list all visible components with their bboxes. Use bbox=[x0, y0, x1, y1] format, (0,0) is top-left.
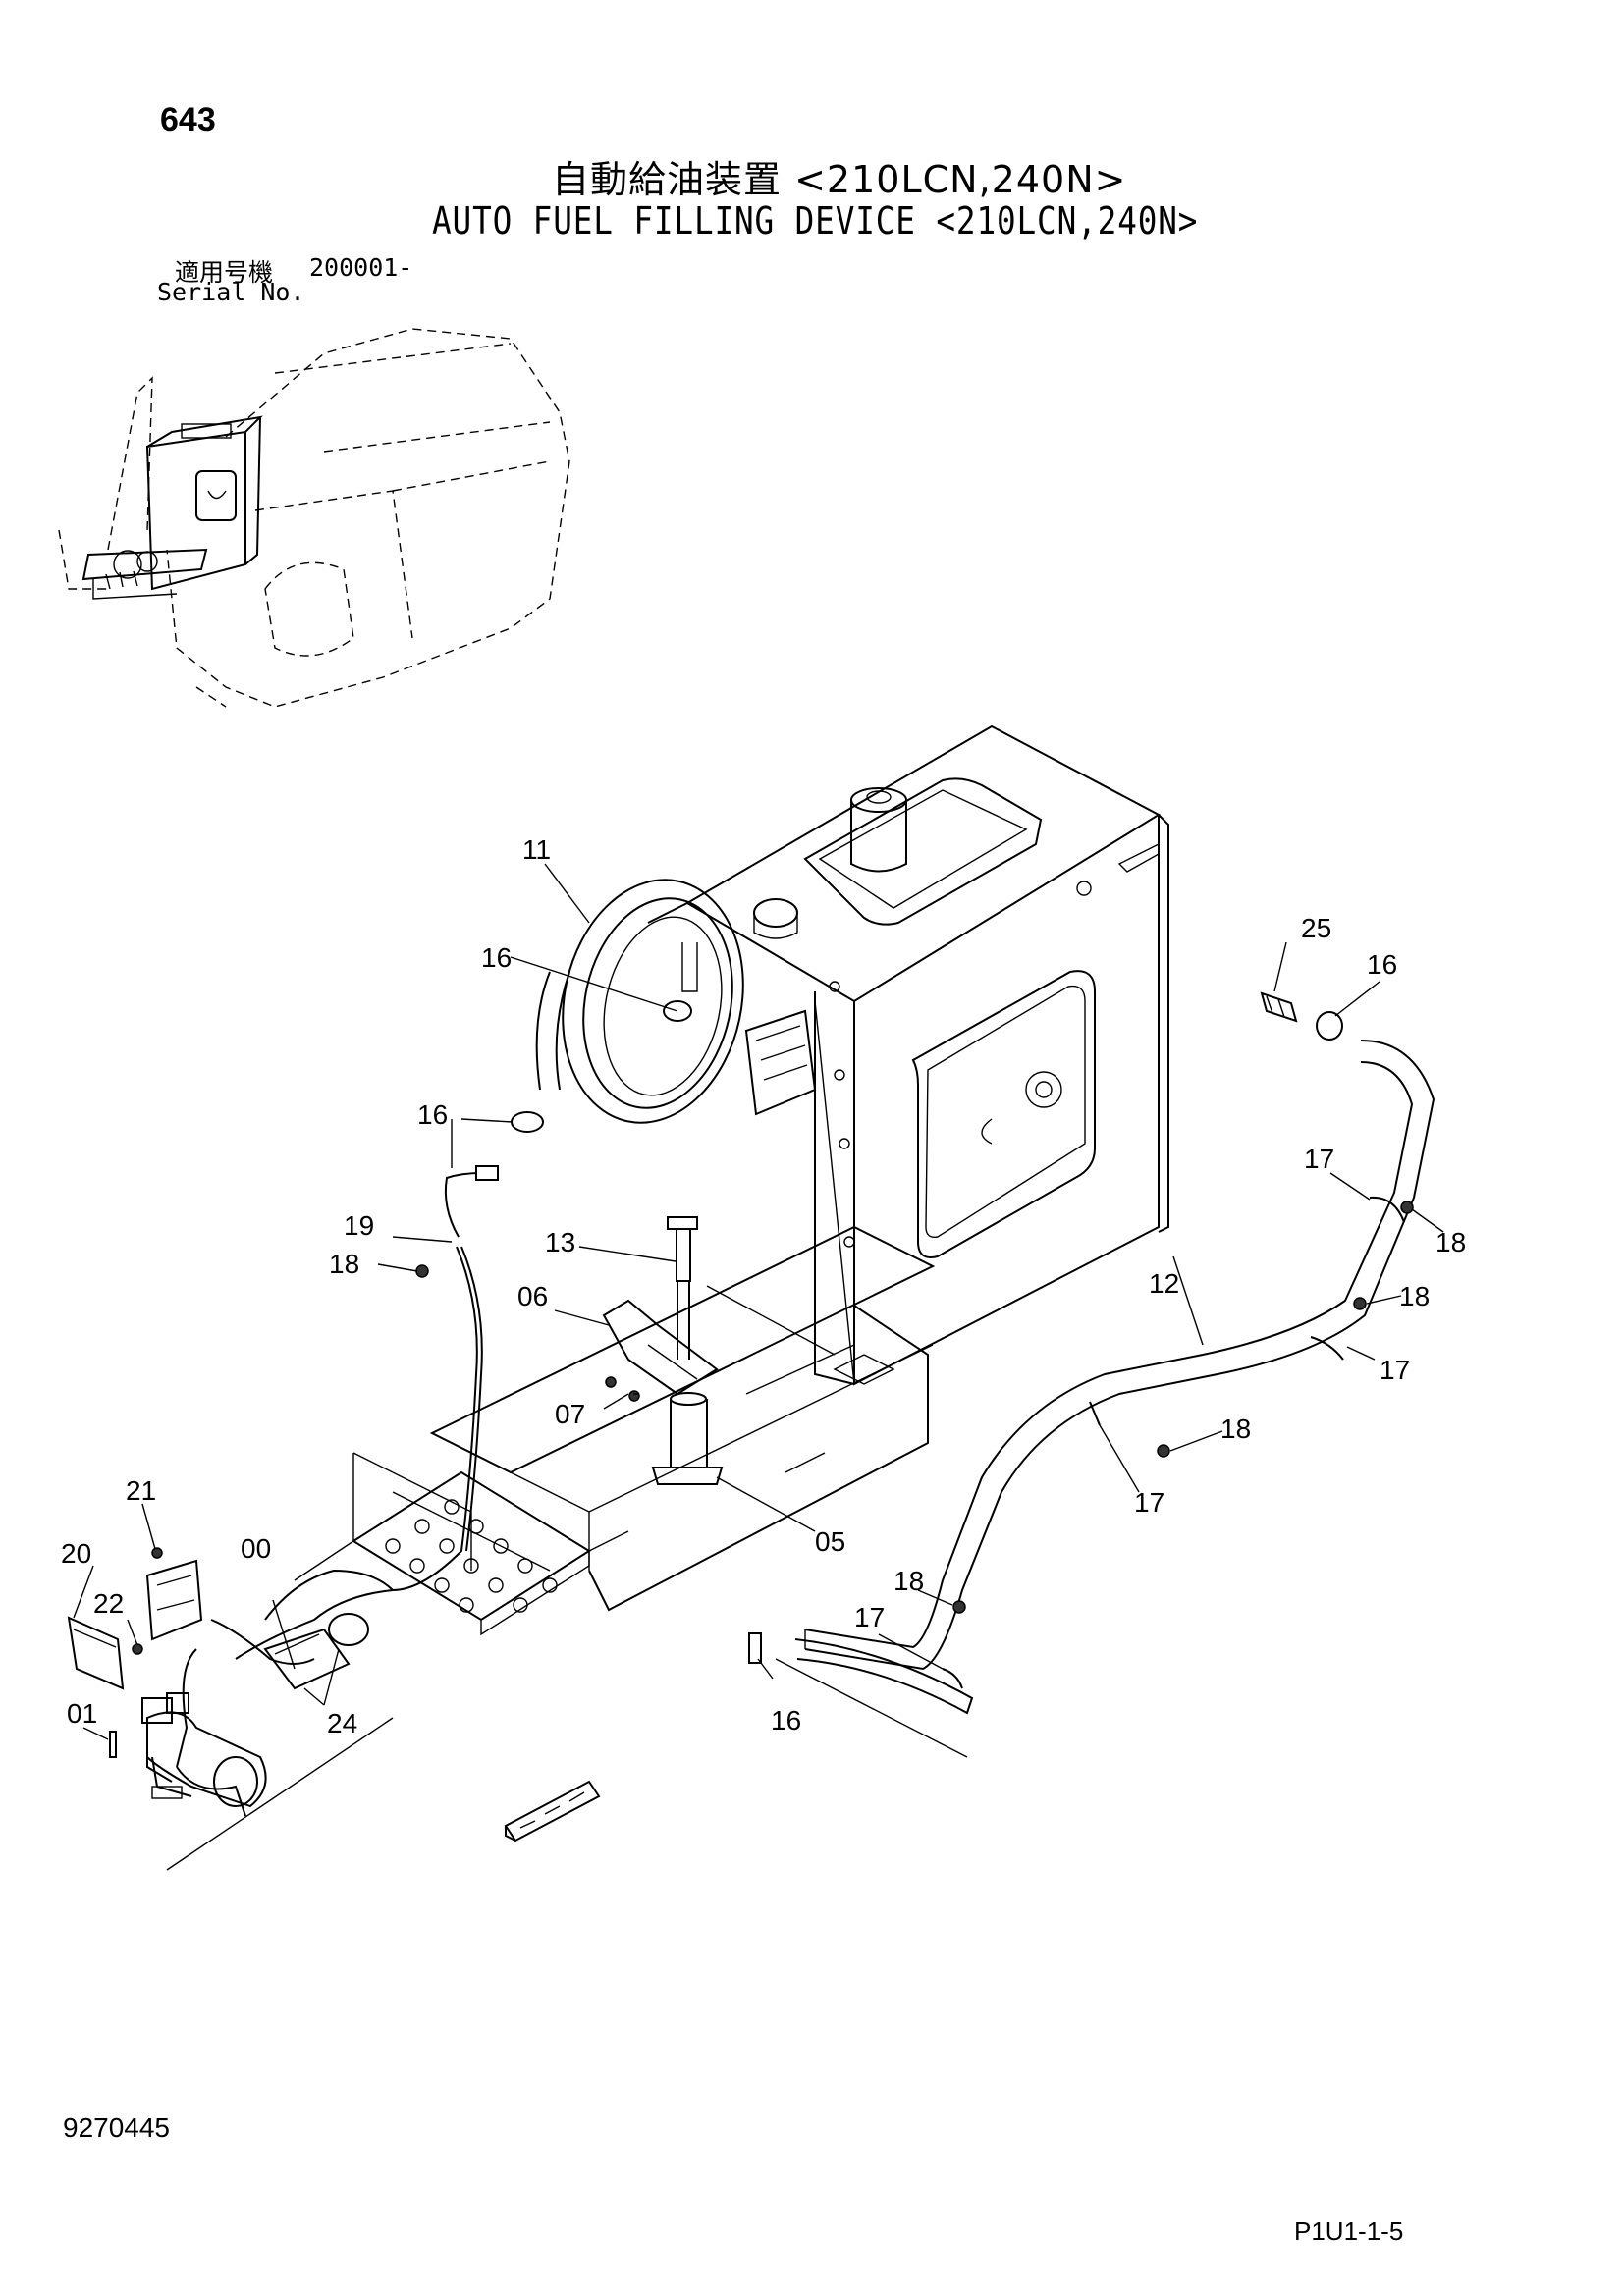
callout-labels: 11 16 16 19 18 13 06 07 05 25 16 17 18 1… bbox=[61, 834, 1466, 1738]
serial-label-japanese: 適用号機 bbox=[175, 258, 274, 287]
serial-number-value: 200001- bbox=[309, 253, 413, 282]
callout-16: 16 bbox=[417, 1099, 448, 1130]
callout-25: 25 bbox=[1301, 913, 1331, 943]
loose-hose-end bbox=[775, 1638, 974, 1758]
base-frame bbox=[166, 1119, 936, 1871]
fuel-tank bbox=[647, 724, 1169, 1386]
callout-13: 13 bbox=[545, 1227, 575, 1257]
cab-overview-inset bbox=[58, 328, 570, 708]
callout-18: 18 bbox=[1220, 1414, 1251, 1444]
callout-07: 07 bbox=[555, 1399, 585, 1429]
callout-17: 17 bbox=[1380, 1355, 1410, 1385]
callout-18: 18 bbox=[1435, 1227, 1466, 1257]
page-number: 643 bbox=[160, 101, 216, 138]
callout-19: 19 bbox=[344, 1210, 374, 1241]
callout-17: 17 bbox=[854, 1602, 885, 1632]
callout-17: 17 bbox=[1304, 1144, 1334, 1174]
control-bracket bbox=[67, 1547, 203, 1690]
callout-21: 21 bbox=[126, 1475, 156, 1506]
callout-12: 12 bbox=[1149, 1268, 1179, 1299]
document-number: 9270445 bbox=[63, 2112, 171, 2143]
callout-16: 16 bbox=[1367, 949, 1397, 980]
callout-18: 18 bbox=[893, 1566, 924, 1596]
leader-lines bbox=[73, 863, 1444, 1740]
callout-00: 00 bbox=[241, 1533, 271, 1564]
wiring-harness bbox=[176, 1165, 499, 1817]
callout-11: 11 bbox=[522, 834, 551, 865]
callout-05: 05 bbox=[815, 1526, 845, 1557]
callout-18: 18 bbox=[329, 1249, 359, 1279]
callout-16: 16 bbox=[481, 942, 512, 973]
callout-16: 16 bbox=[771, 1705, 801, 1735]
callout-18: 18 bbox=[1399, 1281, 1430, 1311]
callout-20: 20 bbox=[61, 1538, 91, 1569]
fuel-pump bbox=[109, 1692, 267, 1808]
serial-label-english: Serial No. bbox=[157, 278, 305, 306]
callout-06: 06 bbox=[517, 1281, 548, 1311]
fuel-hose-coil bbox=[535, 879, 744, 1124]
suction-pipe bbox=[602, 1216, 724, 1485]
page-code: P1U1-1-5 bbox=[1294, 2216, 1404, 2246]
spare-connector bbox=[504, 1780, 601, 1842]
fuel-outlet-hose bbox=[415, 991, 1435, 1689]
callout-22: 22 bbox=[93, 1588, 124, 1619]
callout-24: 24 bbox=[327, 1708, 357, 1738]
title-english: AUTO FUEL FILLING DEVICE <210LCN,240N> bbox=[432, 199, 1199, 242]
title-japanese: 自動給油装置 <210LCN,240N> bbox=[552, 158, 1127, 201]
callout-01: 01 bbox=[67, 1698, 97, 1729]
callout-17: 17 bbox=[1134, 1487, 1164, 1518]
